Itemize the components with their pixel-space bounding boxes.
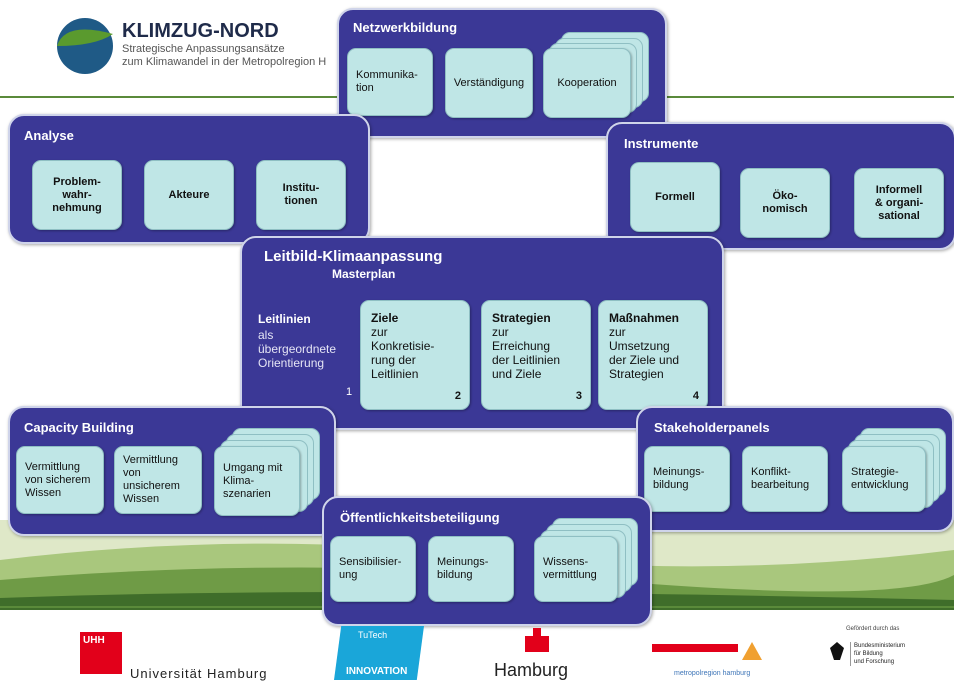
box-meinungsbildung: Meinungs- bildung [644, 446, 730, 512]
strategien-head: Strategien [492, 311, 551, 325]
ziele-text: zur Konkretisie- rung der Leitlinien [371, 325, 435, 381]
box-kooperation: Kooperation [543, 48, 631, 118]
panel-analyse: Analyse Problem- wahr- nehmung Akteure I… [8, 114, 370, 244]
uhh-badge: UHH [83, 635, 105, 646]
box-akteure: Akteure [144, 160, 234, 230]
box-institutionen: Institu- tionen [256, 160, 346, 230]
box-massnahmen: Maßnahmen zur Umsetzung der Ziele und St… [598, 300, 708, 410]
panel-title: Öffentlichkeitsbeteiligung [340, 510, 500, 525]
panel-title: Capacity Building [24, 420, 134, 435]
box-ziele: Ziele zur Konkretisie- rung der Leitlini… [360, 300, 470, 410]
box-verstaendigung: Verständigung [445, 48, 533, 118]
bmbf-top: Gefördert durch das [846, 626, 900, 632]
panel-instrumente: Instrumente Formell Öko- nomisch Informe… [606, 122, 954, 250]
panel-title: Analyse [24, 128, 74, 143]
leitlinien-number: 1 [346, 386, 353, 398]
ziele-head: Ziele [371, 311, 399, 325]
box-informell: Informell & organi- sational [854, 168, 944, 238]
strategien-text: zur Erreichung der Leitlinien und Ziele [492, 325, 561, 381]
box-sensibilisierung: Sensibilisier- ung [330, 536, 416, 602]
tutech-logo-icon: TuTech INNOVATION [334, 626, 424, 680]
eagle-icon [830, 642, 844, 660]
ziele-number: 2 [454, 390, 461, 402]
uhh-label: Universität Hamburg [130, 666, 268, 681]
box-formell: Formell [630, 162, 720, 232]
box-unsicheres-wissen: Vermittlung von unsicherem Wissen [114, 446, 202, 514]
panel-title: Netzwerkbildung [353, 20, 458, 35]
box-meinungsbildung-oeff: Meinungs- bildung [428, 536, 514, 602]
panel-title: Instrumente [624, 136, 699, 151]
metropol-label: metropolregion hamburg [674, 670, 751, 677]
panel-title: Stakeholderpanels [654, 420, 770, 435]
massnahmen-text: zur Umsetzung der Ziele und Strategien [609, 325, 680, 381]
metropolregion-logo-icon [652, 642, 762, 660]
panel-leitbild: Leitbild-Klimaanpassung Masterplan Leitl… [240, 236, 724, 430]
header-title: KLIMZUG-NORD [122, 20, 279, 42]
panel-netzwerkbildung: Netzwerkbildung Kommunika- tion Verständ… [337, 8, 667, 138]
box-klimaszenarien: Umgang mit Klima- szenarien [214, 446, 300, 516]
box-wissensvermittlung: Wissens- vermittlung [534, 536, 618, 602]
header-subtitle-1: Strategische Anpassungsansätze [122, 43, 285, 55]
klimzug-logo-icon [57, 18, 113, 74]
leitbild-title: Leitbild-Klimaanpassung [264, 248, 443, 265]
massnahmen-head: Maßnahmen [609, 311, 680, 325]
leitbild-subtitle: Masterplan [332, 267, 396, 281]
panel-stakeholderpanels: Stakeholderpanels Meinungs- bildung Konf… [636, 406, 954, 532]
box-kommunikation: Kommunika- tion [347, 48, 433, 116]
tutech-top: TuTech [358, 630, 388, 640]
bmbf-text: Bundesministerium für Bildung und Forsch… [850, 642, 905, 666]
box-konfliktbearbeitung: Konflikt- bearbeitung [742, 446, 828, 512]
massnahmen-number: 4 [692, 390, 699, 402]
leitlinien-head: Leitlinien [258, 312, 311, 326]
tutech-bottom: INNOVATION [346, 666, 408, 677]
box-oekonomisch: Öko- nomisch [740, 168, 830, 238]
box-problemwahrnehmung: Problem- wahr- nehmung [32, 160, 122, 230]
strategien-number: 3 [575, 390, 582, 402]
box-strategien: Strategien zur Erreichung der Leitlinien… [481, 300, 591, 410]
box-strategieentwicklung: Strategie- entwicklung [842, 446, 926, 512]
uhh-logo-icon: UHH [80, 632, 122, 674]
box-sicheres-wissen: Vermittlung von sicherem Wissen [16, 446, 104, 514]
hamburg-label: Hamburg [494, 660, 569, 680]
hamburg-castle-icon [525, 628, 549, 652]
leitlinien-text: als übergeordnete Orientierung [258, 328, 337, 370]
header-subtitle-2: zum Klimawandel in der Metropolregion H [122, 56, 327, 68]
panel-capacity-building: Capacity Building Vermittlung von sicher… [8, 406, 336, 536]
panel-oeffentlichkeitsbeteiligung: Öffentlichkeitsbeteiligung Sensibilisier… [322, 496, 652, 626]
